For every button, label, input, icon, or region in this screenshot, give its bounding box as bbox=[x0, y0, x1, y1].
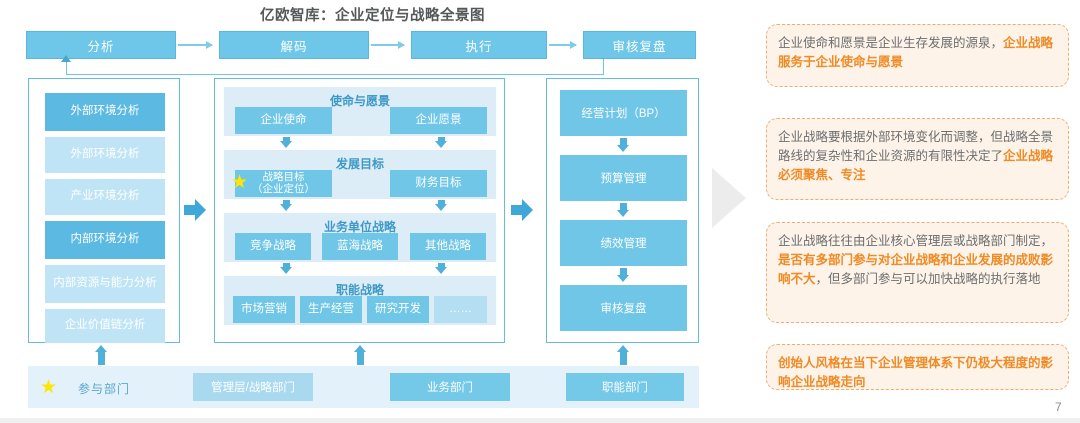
page-number: 7 bbox=[1055, 400, 1062, 414]
group-title-business-unit-strategy: 业务单位战略 bbox=[323, 220, 396, 234]
group-business-unit-strategy: 业务单位战略 竞争战略 蓝海战略 其他战略 bbox=[224, 213, 496, 262]
department-business[interactable]: 业务部门 bbox=[390, 373, 510, 401]
left-item-4[interactable]: 内部资源与能力分析 bbox=[45, 265, 165, 303]
box-marketing[interactable]: 市场营销 bbox=[233, 296, 295, 323]
department-management-strategy[interactable]: 管理层/战略部门 bbox=[193, 373, 313, 401]
flow-arrow-2 bbox=[371, 41, 405, 49]
star-icon-legend: ★ bbox=[40, 377, 58, 398]
legend-label-participating-departments: 参与部门 bbox=[78, 382, 131, 396]
flow-step-execute[interactable]: 执行 bbox=[411, 31, 547, 59]
left-item-2[interactable]: 产业环境分析 bbox=[45, 179, 165, 215]
page-title: 亿欧智库：企业定位与战略全景图 bbox=[260, 8, 485, 24]
left-item-5[interactable]: 企业价值链分析 bbox=[45, 309, 165, 343]
middle-column-strategy: 使命与愿景 企业使命 企业愿景 发展目标 战略目标 （企业定位） ★ 财务目标 … bbox=[214, 78, 505, 343]
right-column-execution: 经营计划（BP） 预算管理 绩效管理 审核复盘 bbox=[546, 78, 699, 343]
group-title-mission-vision: 使命与愿景 bbox=[329, 94, 390, 108]
arrow-left-to-middle bbox=[184, 199, 206, 221]
note-panel-0: 企业使命和愿景是企业生存发展的源泉，企业战略服务于企业使命与愿景 bbox=[766, 24, 1069, 87]
note-panel-1: 企业战略要根据外部环境变化而调整，但战略全景路线的复杂性和企业资源的有限性决定了… bbox=[766, 118, 1069, 200]
down-arrow-goal-to-bu bbox=[280, 200, 292, 211]
box-blue-ocean-strategy[interactable]: 蓝海战略 bbox=[322, 233, 398, 260]
group-title-functional-strategy: 职能战略 bbox=[335, 283, 384, 297]
down-arrow-vision-to-goal bbox=[435, 137, 447, 148]
down-arrow-mission-to-goal bbox=[280, 137, 292, 148]
box-other-strategy[interactable]: 其他战略 bbox=[410, 233, 486, 260]
note-0-highlight: 企业战略服务于企业使命与愿景 bbox=[778, 36, 1054, 69]
flow-step-review[interactable]: 审核复盘 bbox=[583, 31, 696, 59]
box-strategic-goal[interactable]: 战略目标 （企业定位） bbox=[235, 170, 332, 197]
right-item-budget[interactable]: 预算管理 bbox=[560, 155, 687, 201]
up-arrow-to-left-column bbox=[95, 345, 107, 365]
flow-step-analysis[interactable]: 分析 bbox=[26, 31, 176, 59]
box-ellipsis[interactable]: …… bbox=[434, 296, 487, 323]
right-item-review[interactable]: 审核复盘 bbox=[560, 285, 687, 331]
department-functional[interactable]: 职能部门 bbox=[566, 373, 684, 401]
top-flow-bar: 分析 解码 执行 审核复盘 bbox=[26, 31, 696, 59]
note-panel-3: 创始人风格在当下企业管理体系下仍极大程度的影响企业战略走向 bbox=[766, 344, 1069, 390]
box-production[interactable]: 生产经营 bbox=[300, 296, 362, 323]
down-arrow-bu2-to-functional bbox=[435, 263, 447, 274]
left-column-analysis: 外部环境分析 外部环境分析 产业环境分析 内部环境分析 内部资源与能力分析 企业… bbox=[28, 78, 180, 343]
note-2-plain-after: ，但多部门参与可以加快战略的执行落地 bbox=[815, 271, 1041, 286]
left-item-1[interactable]: 外部环境分析 bbox=[45, 137, 165, 173]
bottom-strip bbox=[0, 418, 1080, 423]
left-item-0[interactable]: 外部环境分析 bbox=[45, 93, 165, 131]
right-item-performance[interactable]: 绩效管理 bbox=[560, 220, 687, 266]
box-financial-goal[interactable]: 财务目标 bbox=[390, 170, 487, 197]
feedback-loop-arrowhead bbox=[61, 55, 71, 62]
box-enterprise-vision[interactable]: 企业愿景 bbox=[390, 107, 487, 134]
left-item-3[interactable]: 内部环境分析 bbox=[45, 221, 165, 259]
note-1-highlight: 企业战略必须聚焦、专注 bbox=[778, 148, 1054, 182]
note-1-plain-before: 企业战略要根据外部环境变化而调整，但战略全景路线的复杂性和企业资源的有限性决定了 bbox=[778, 130, 1054, 163]
box-enterprise-mission[interactable]: 企业使命 bbox=[235, 107, 332, 134]
arrow-middle-to-right bbox=[511, 199, 533, 221]
note-2-plain-before: 企业战略往往由企业核心管理层或战略部门制定， bbox=[778, 234, 1054, 248]
down-arrow-budget-to-performance bbox=[617, 203, 629, 217]
note-0-plain-before: 企业使命和愿景是企业生存发展的源泉， bbox=[778, 36, 1004, 50]
down-arrow-bp-to-budget bbox=[617, 138, 629, 152]
flow-step-decode[interactable]: 解码 bbox=[219, 31, 369, 59]
separator-triangle-icon bbox=[712, 168, 746, 228]
box-strategic-goal-line1: 战略目标 bbox=[262, 170, 305, 183]
down-arrow-bu-to-functional bbox=[280, 263, 292, 274]
box-competitive-strategy[interactable]: 竞争战略 bbox=[235, 233, 311, 260]
box-strategic-goal-line2: （企业定位） bbox=[252, 182, 315, 195]
group-mission-vision: 使命与愿景 企业使命 企业愿景 bbox=[224, 87, 496, 136]
star-icon-strategic-goal: ★ bbox=[231, 172, 249, 193]
group-title-development-goals: 发展目标 bbox=[335, 157, 384, 171]
group-functional-strategy: 职能战略 市场营销 生产经营 研究开发 …… bbox=[224, 276, 496, 325]
flow-arrow-3 bbox=[549, 41, 577, 49]
note-2-highlight: 是否有多部门参与对企业战略和企业发展的成败影响不大 bbox=[778, 252, 1054, 286]
note-3-highlight: 创始人风格在当下企业管理体系下仍极大程度的影响企业战略走向 bbox=[778, 356, 1054, 389]
bottom-departments-bar: ★ 参与部门 管理层/战略部门 业务部门 职能部门 bbox=[28, 366, 699, 408]
note-panel-2: 企业战略往往由企业核心管理层或战略部门制定， 是否有多部门参与对企业战略和企业发展… bbox=[766, 222, 1069, 323]
down-arrow-performance-to-review bbox=[617, 268, 629, 282]
up-arrow-to-right-column bbox=[617, 345, 629, 365]
right-item-business-plan[interactable]: 经营计划（BP） bbox=[560, 90, 687, 136]
feedback-loop-line bbox=[66, 59, 604, 75]
up-arrow-to-middle-column bbox=[354, 345, 366, 365]
group-development-goals: 发展目标 战略目标 （企业定位） ★ 财务目标 bbox=[224, 150, 496, 199]
flow-arrow-1 bbox=[178, 41, 213, 49]
box-rnd[interactable]: 研究开发 bbox=[367, 296, 429, 323]
down-arrow-finance-to-bu bbox=[435, 200, 447, 211]
